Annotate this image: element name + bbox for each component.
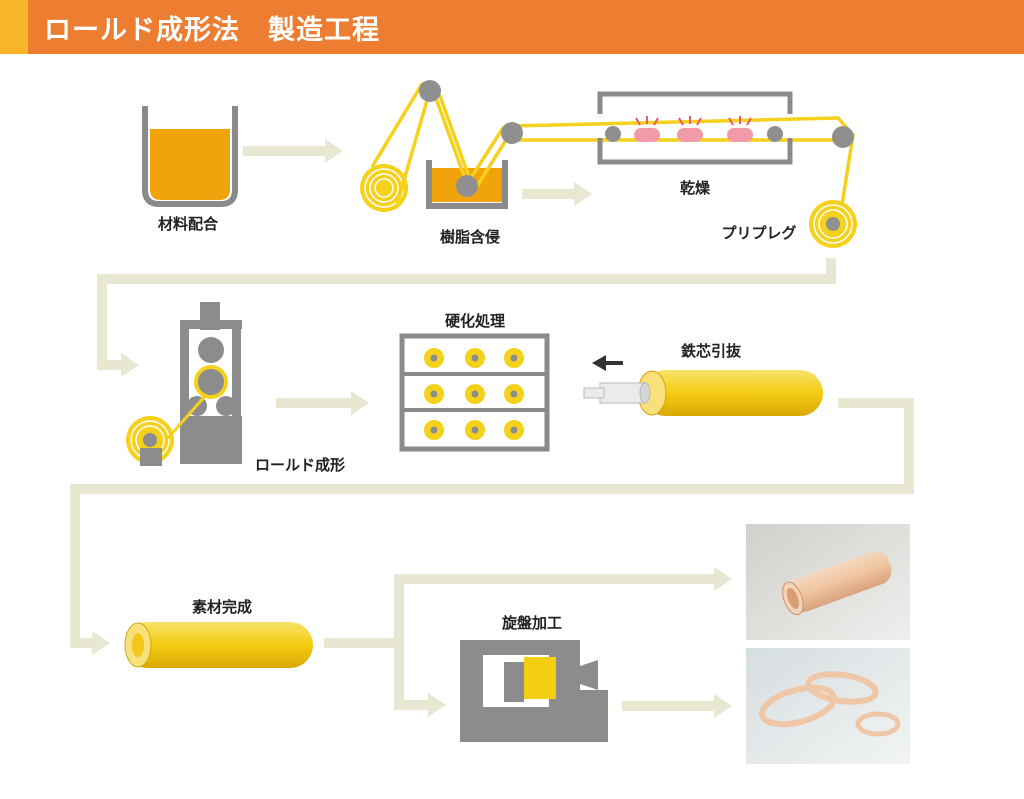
product-photo-rings bbox=[746, 648, 910, 764]
curing-roll-core bbox=[471, 426, 479, 434]
curing-roll-core bbox=[510, 426, 518, 434]
arrow-roll-to-cure bbox=[276, 391, 369, 415]
feed-roll-icon bbox=[360, 164, 408, 212]
core-extraction-icon bbox=[583, 355, 823, 416]
page-title: ロールド成形法 製造工程 bbox=[44, 15, 380, 46]
label-curing: 硬化処理 bbox=[445, 312, 505, 330]
roll-forming-machine-icon bbox=[126, 302, 242, 466]
curing-roll-core bbox=[471, 390, 479, 398]
curing-roll-core bbox=[471, 354, 479, 362]
flow-arrows bbox=[70, 139, 914, 718]
curing-roll-core bbox=[510, 354, 518, 362]
heater-lamp-icon bbox=[635, 116, 752, 126]
arrow-mix-to-resin bbox=[243, 139, 343, 163]
pull-direction-arrow-icon bbox=[592, 355, 623, 371]
label-drying: 乾燥 bbox=[680, 179, 711, 197]
finished-tube-icon bbox=[124, 622, 313, 668]
mixing-beaker-icon bbox=[142, 106, 238, 207]
curing-rack-icon bbox=[399, 333, 550, 452]
header-bar: ロールド成形法 製造工程 bbox=[0, 0, 1024, 54]
product-photo-tube bbox=[746, 524, 910, 640]
curing-roll-core bbox=[430, 390, 438, 398]
curing-roll-core bbox=[510, 390, 518, 398]
header-accent bbox=[0, 0, 28, 54]
prepreg-roll-icon bbox=[809, 200, 857, 248]
label-prepreg: プリプレグ bbox=[721, 224, 796, 242]
curing-roll-core bbox=[430, 354, 438, 362]
label-material-mixing: 材料配合 bbox=[158, 215, 219, 233]
label-lathe-machining: 旋盤加工 bbox=[501, 614, 562, 632]
label-core-extraction: 鉄芯引抜 bbox=[681, 342, 742, 360]
curing-roll-core bbox=[430, 426, 438, 434]
arrow-resin-to-dry bbox=[522, 182, 592, 206]
label-roll-forming: ロールド成形 bbox=[255, 456, 345, 474]
drying-oven-icon bbox=[597, 91, 854, 165]
lathe-machine-icon bbox=[460, 640, 608, 742]
arrow-complete-branch bbox=[324, 567, 732, 717]
arrow-extract-to-complete bbox=[70, 398, 914, 655]
resin-impregnation-icon bbox=[360, 80, 855, 219]
label-resin-impregnation: 樹脂含侵 bbox=[440, 228, 500, 246]
arrow-prepreg-to-roll bbox=[97, 258, 836, 377]
label-material-complete: 素材完成 bbox=[192, 598, 252, 616]
arrow-lathe-to-ring bbox=[622, 694, 732, 718]
